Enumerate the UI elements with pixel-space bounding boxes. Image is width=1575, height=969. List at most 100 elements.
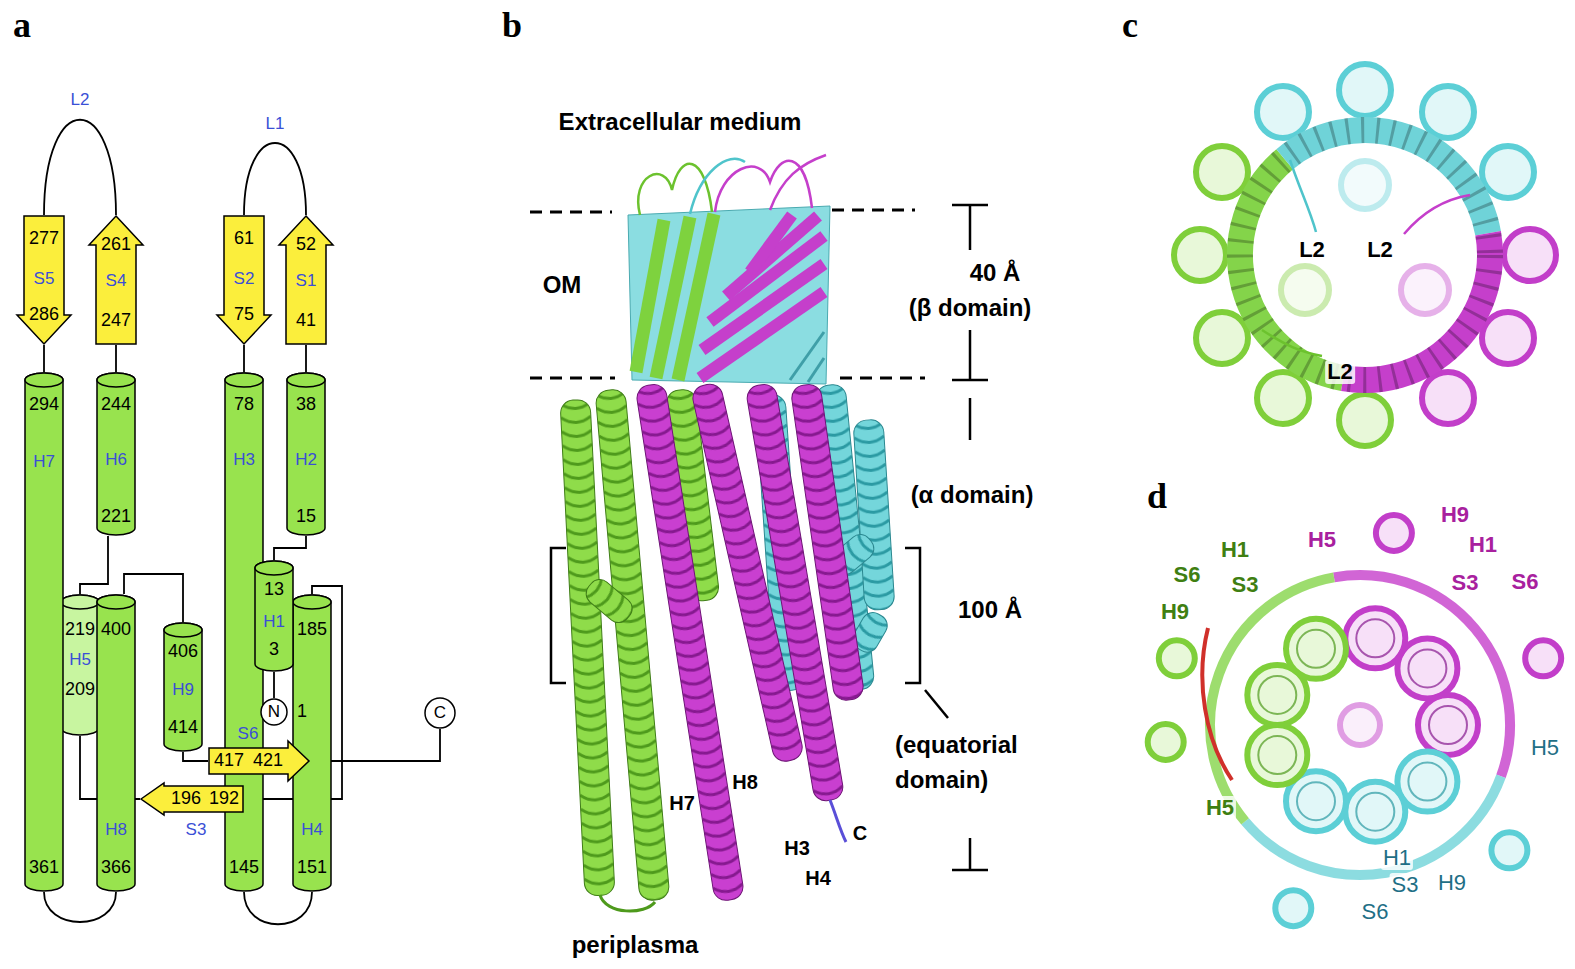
element-label: H9 bbox=[1439, 503, 1471, 527]
residue-number: 406 bbox=[168, 642, 198, 662]
strand-arrow: 196 192S3 bbox=[140, 782, 244, 842]
residue-number: 145 bbox=[229, 858, 259, 878]
chain-connector bbox=[44, 120, 116, 215]
helix-label: C bbox=[853, 822, 867, 844]
element-label: S6 bbox=[1510, 570, 1541, 594]
residue-number: 366 bbox=[101, 858, 131, 878]
node-outline bbox=[24, 372, 64, 892]
helix-cylinder: 406H9 414 bbox=[163, 622, 203, 752]
chain-connector bbox=[43, 345, 45, 372]
terminus-circle: C bbox=[424, 697, 456, 729]
residue-number: 277 bbox=[29, 229, 59, 249]
helix-cylinder: 219H5209 bbox=[60, 594, 100, 736]
element-name: H4 bbox=[301, 821, 323, 840]
terminus-letter: C bbox=[434, 704, 446, 723]
element-name: H6 bbox=[105, 451, 127, 470]
element-label: H5 bbox=[1306, 528, 1338, 552]
chain-connector bbox=[305, 345, 307, 372]
element-label: S6 bbox=[1172, 563, 1203, 587]
residue-number: 361 bbox=[29, 858, 59, 878]
element-label: H1 bbox=[1219, 538, 1251, 562]
element-label: S3 bbox=[1390, 873, 1421, 897]
element-name: H9 bbox=[172, 681, 194, 700]
element-name: H7 bbox=[33, 453, 55, 472]
chain-connector bbox=[115, 345, 117, 372]
chain-connector bbox=[244, 143, 306, 215]
element-name: S4 bbox=[106, 272, 127, 291]
chain-connector bbox=[80, 536, 108, 594]
element-name: S5 bbox=[34, 270, 55, 289]
helix-bundle-front bbox=[600, 382, 865, 911]
chain-connector bbox=[273, 672, 275, 698]
residue-number: 151 bbox=[297, 858, 327, 878]
region-label: (α domain) bbox=[911, 482, 1034, 508]
element-label: H1 bbox=[1467, 533, 1499, 557]
chain-connector bbox=[183, 752, 208, 761]
element-label: H9 bbox=[1159, 600, 1191, 624]
residue-number: 3 bbox=[269, 640, 279, 660]
residue-number: 414 bbox=[168, 718, 198, 738]
element-label: S3 bbox=[1230, 573, 1261, 597]
residue-number: 52 bbox=[296, 235, 316, 255]
residue-number: 38 bbox=[296, 395, 316, 415]
element-name: H1 bbox=[263, 613, 285, 632]
element-name: S3 bbox=[186, 821, 207, 840]
residue-number: 41 bbox=[296, 311, 316, 331]
residue-number: 15 bbox=[296, 507, 316, 527]
region-label: OM bbox=[543, 272, 582, 298]
chain-connector bbox=[244, 892, 312, 924]
residue-number: 196 bbox=[171, 789, 201, 809]
strand-arrow: 61S275 bbox=[216, 215, 272, 345]
region-label: 40 Å bbox=[970, 260, 1021, 286]
strand-arrow: S6417421 bbox=[208, 724, 310, 782]
strand-arrow: 52S1 41 bbox=[278, 215, 334, 345]
element-label: H1 bbox=[1381, 846, 1413, 870]
loop-label: L2 bbox=[71, 91, 90, 110]
residue-number: 78 bbox=[234, 395, 254, 415]
chain-connector bbox=[243, 345, 245, 372]
helix-cylinder: 185H4151 bbox=[292, 594, 332, 892]
element-name: H5 bbox=[69, 651, 91, 670]
residue-number: 417 bbox=[214, 751, 244, 771]
residue-number: 400 bbox=[101, 620, 131, 640]
loop-label: L2 bbox=[1365, 238, 1395, 262]
residue-number: 192 bbox=[209, 789, 239, 809]
panel-letter: d bbox=[1147, 477, 1167, 517]
helix-label: H8 bbox=[732, 771, 758, 793]
element-label: H5 bbox=[1204, 796, 1236, 820]
region-label: Extracellular medium bbox=[559, 109, 802, 135]
region-label: periplasma bbox=[572, 932, 699, 958]
helix-label: H7 bbox=[669, 792, 695, 814]
helix-cylinder: 13H13 bbox=[254, 560, 294, 672]
region-label: (equatorial domain) bbox=[895, 728, 1055, 798]
residue-number: 1 bbox=[297, 702, 307, 722]
residue-number: 247 bbox=[101, 311, 131, 331]
element-name: S1 bbox=[296, 272, 317, 291]
loop-label: L2 bbox=[1297, 238, 1327, 262]
chain-connector bbox=[44, 892, 116, 922]
helix-label: H3 bbox=[784, 837, 810, 859]
residue-number: 244 bbox=[101, 395, 131, 415]
bottom-view-panel bbox=[1148, 515, 1562, 926]
terminus-letter: N bbox=[268, 703, 280, 722]
helix-cylinder: 38H215 bbox=[286, 372, 326, 536]
residue-number: 219 bbox=[65, 620, 95, 640]
terminus-circle: N bbox=[260, 698, 288, 726]
panel-letter: c bbox=[1122, 6, 1138, 46]
residue-number: 75 bbox=[234, 305, 254, 325]
top-view-panel bbox=[1174, 64, 1556, 446]
membrane-lines bbox=[530, 210, 925, 378]
residue-number: 421 bbox=[253, 751, 283, 771]
chain-connector bbox=[274, 536, 306, 560]
helix-cylinder: 244H6221 bbox=[96, 372, 136, 536]
panel-letter: a bbox=[13, 6, 31, 46]
residue-number: 286 bbox=[29, 305, 59, 325]
element-label: H5 bbox=[1529, 736, 1561, 760]
element-name: H3 bbox=[233, 451, 255, 470]
element-name: S2 bbox=[234, 270, 255, 289]
helix-label: H4 bbox=[805, 867, 831, 889]
element-label: S3 bbox=[1450, 571, 1481, 595]
loop-label: L1 bbox=[266, 115, 285, 134]
